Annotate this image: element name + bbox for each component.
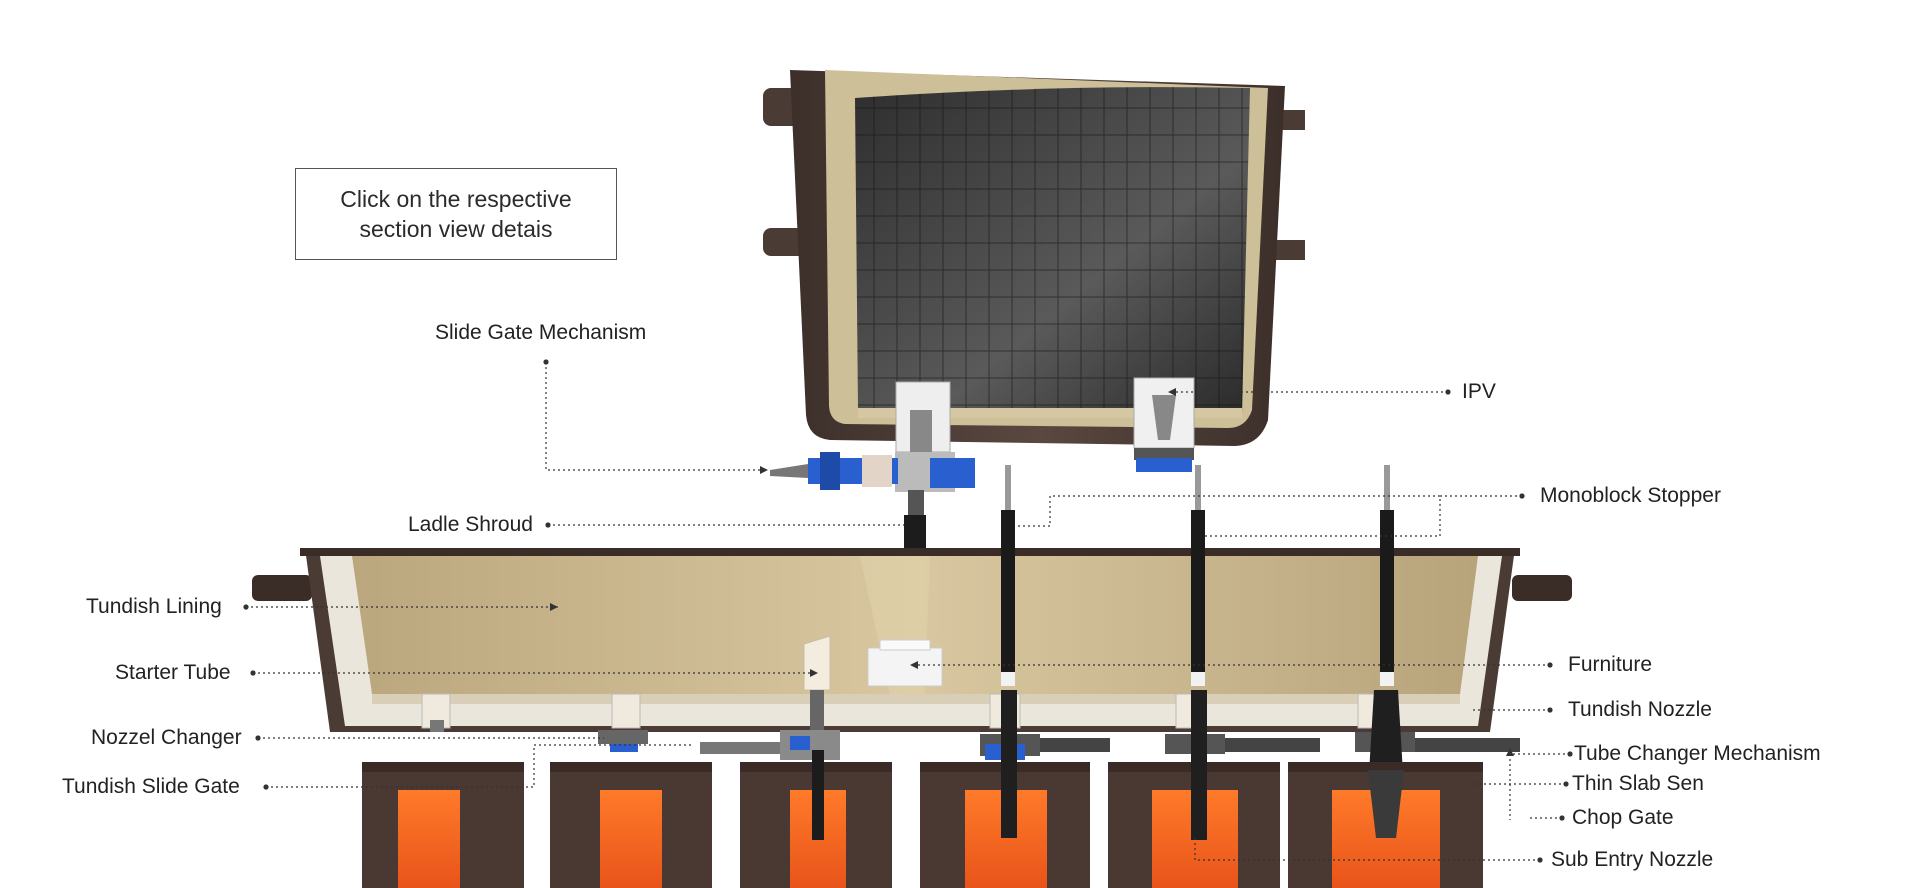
mould-6[interactable]: [1288, 762, 1483, 888]
label-tundish-lining[interactable]: Tundish Lining: [86, 595, 222, 618]
label-slide-gate-mechanism[interactable]: Slide Gate Mechanism: [435, 321, 647, 344]
mould-3[interactable]: [740, 760, 892, 888]
label-starter-tube[interactable]: Starter Tube: [115, 661, 231, 684]
leader-dots: [243, 359, 1573, 863]
mould-1[interactable]: [362, 762, 524, 888]
mould-4[interactable]: [920, 760, 1090, 888]
ipv[interactable]: [1133, 377, 1195, 472]
moulds[interactable]: [362, 760, 1483, 888]
label-monoblock-stopper[interactable]: Monoblock Stopper: [1540, 484, 1721, 507]
leader-arrows: [550, 388, 1514, 756]
instruction-text: Click on the respective section view det…: [340, 186, 572, 242]
mould-5[interactable]: [1108, 760, 1280, 888]
ladle[interactable]: [763, 70, 1305, 446]
label-tundish-nozzle[interactable]: Tundish Nozzle: [1568, 698, 1712, 721]
label-thin-slab-sen[interactable]: Thin Slab Sen: [1572, 772, 1704, 795]
slide-gate-mechanism[interactable]: [770, 381, 975, 492]
mould-2[interactable]: [550, 762, 712, 888]
tundish[interactable]: [252, 548, 1572, 732]
label-ipv[interactable]: IPV: [1462, 380, 1496, 403]
label-sub-entry-nozzle[interactable]: Sub Entry Nozzle: [1551, 848, 1714, 871]
monoblock-stopper[interactable]: [1001, 465, 1394, 686]
label-nozzel-changer[interactable]: Nozzel Changer: [91, 726, 242, 749]
label-ladle-shroud[interactable]: Ladle Shroud: [408, 513, 533, 536]
tube-changer-mechanism[interactable]: [980, 732, 1520, 760]
instruction-box: Click on the respective section view det…: [295, 168, 617, 260]
label-tube-changer-mechanism[interactable]: Tube Changer Mechanism: [1574, 742, 1821, 765]
label-furniture[interactable]: Furniture: [1568, 653, 1653, 676]
label-tundish-slide-gate[interactable]: Tundish Slide Gate: [62, 775, 240, 798]
leader-lines: [246, 362, 1570, 861]
furniture[interactable]: [867, 639, 943, 687]
label-chop-gate[interactable]: Chop Gate: [1572, 806, 1674, 829]
nozzle-changer[interactable]: [598, 730, 840, 760]
